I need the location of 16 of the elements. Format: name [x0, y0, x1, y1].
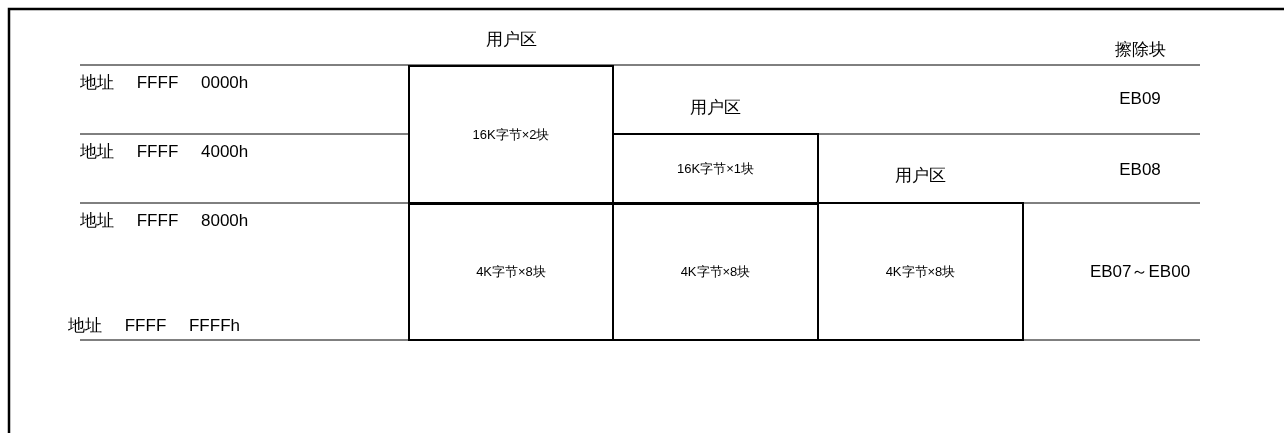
memory-block: 16K字节×2块: [408, 65, 614, 205]
memory-block: 4K字节×8块: [612, 202, 819, 341]
region-heading: 用户区: [895, 165, 946, 187]
block-label: EB07～EB00: [1089, 261, 1191, 283]
memory-block: 4K字节×8块: [408, 202, 614, 341]
column-heading: 擦除块: [1114, 39, 1166, 61]
address-label: 地址 FFFF FFFFh: [68, 315, 240, 337]
block-label: EB09: [1119, 89, 1161, 109]
region-heading: 用户区: [690, 97, 741, 119]
region-heading: 用户区: [485, 29, 537, 51]
memory-block: 4K字节×8块: [817, 202, 1024, 341]
block-label: EB08: [1119, 160, 1161, 180]
address-label: 地址 FFFF 8000h: [80, 210, 249, 232]
address-label: 地址 FFFF 4000h: [80, 141, 249, 163]
address-label: 地址 FFFF 0000h: [80, 72, 249, 94]
memory-block: 16K字节×1块: [612, 133, 819, 205]
